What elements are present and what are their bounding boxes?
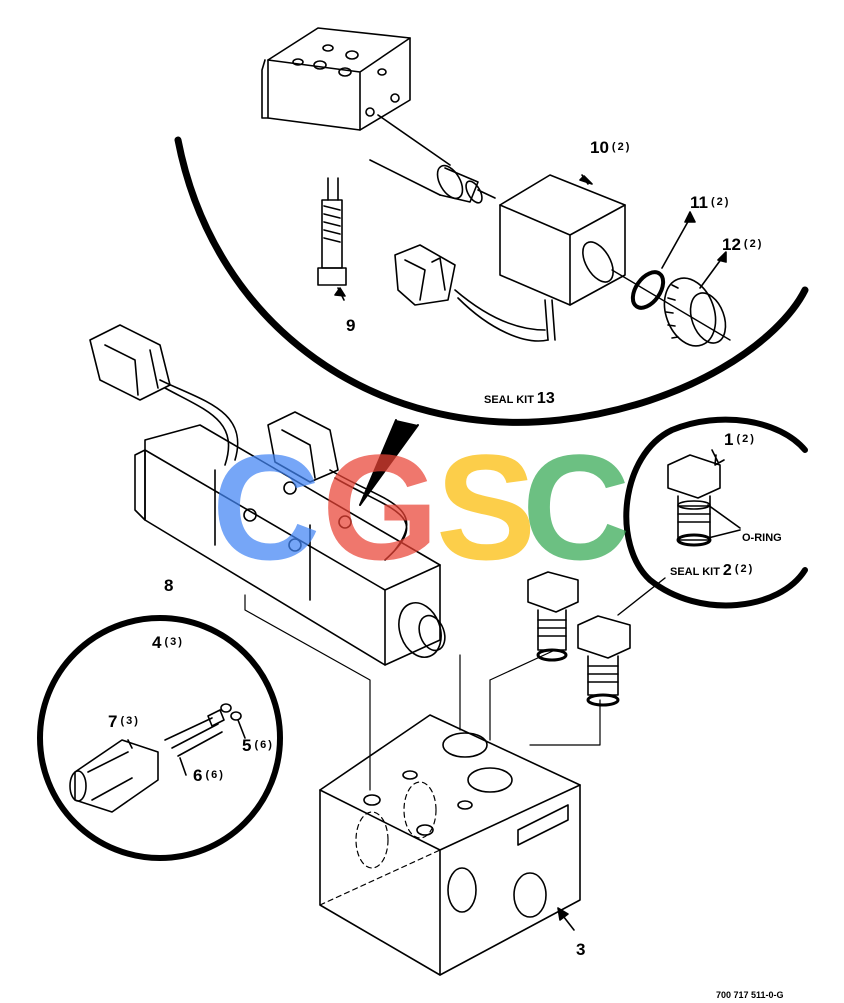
callout-10-number: 10 xyxy=(590,138,609,157)
callout-4: 4(3) xyxy=(152,633,184,653)
callout-10: 10(2) xyxy=(590,138,631,158)
coil-connector-top xyxy=(394,244,556,342)
detail-circle-large xyxy=(174,136,809,426)
callout-3: 3 xyxy=(576,940,585,960)
detail-pointer xyxy=(359,419,419,506)
drawing-number-text: 700 717 511-0-G xyxy=(716,990,784,1000)
callout-8-number: 8 xyxy=(164,576,174,595)
watermark-letter-2: G xyxy=(322,423,439,591)
seal-kit-13-text: SEAL KIT xyxy=(484,394,534,406)
callout-3-number: 3 xyxy=(576,940,586,959)
callout-9-number: 9 xyxy=(346,316,356,335)
detail-circle-left xyxy=(37,615,283,861)
callout-11-number: 11 xyxy=(690,193,708,212)
callout-12-qty: (2) xyxy=(743,238,764,250)
callout-4-number: 4 xyxy=(152,633,162,652)
callout-4-qty: (3) xyxy=(164,636,184,648)
callout-6: 6(6) xyxy=(193,766,225,786)
callout-13-number: 13 xyxy=(536,390,555,407)
callout-6-qty: (6) xyxy=(205,769,225,781)
seal-kit-2-text: SEAL KIT xyxy=(670,566,720,578)
callout-12-number: 12 xyxy=(722,235,741,254)
callout-2-number: 2 xyxy=(722,562,732,579)
manifold-hidden-lines xyxy=(319,781,441,906)
callout-7-qty: (3) xyxy=(120,715,140,727)
drawing-number: 700 717 511-0-G xyxy=(716,985,784,1003)
seals-5 xyxy=(220,703,246,739)
valve-connector-right xyxy=(267,411,408,561)
check-valve-detail xyxy=(667,449,741,547)
check-valve-b xyxy=(577,615,631,707)
watermark-letter-3: S xyxy=(436,423,537,591)
callout-10-qty: (2) xyxy=(611,141,632,153)
callout-5-qty: (6) xyxy=(254,739,274,751)
detail-circle-right xyxy=(623,416,808,609)
callout-5: 5(6) xyxy=(242,736,274,756)
terminal-pins-6 xyxy=(164,709,225,776)
o-ring-text: O-RING xyxy=(742,532,782,544)
check-valve-a xyxy=(527,571,579,662)
callout-1: 1(2) xyxy=(724,430,756,450)
callout-9: 9 xyxy=(346,316,355,336)
manifold-3 xyxy=(319,714,581,976)
guide-lines xyxy=(244,594,601,791)
callout-1-number: 1 xyxy=(724,430,734,449)
connector-7 xyxy=(69,739,159,813)
directional-valve-8 xyxy=(134,424,446,666)
nut-12 xyxy=(663,251,727,347)
o-ring-11 xyxy=(630,270,666,310)
bolt-9 xyxy=(317,177,347,301)
coil-10 xyxy=(499,174,626,306)
callout-1-qty: (2) xyxy=(736,433,756,445)
callout-2-qty: (2) xyxy=(734,563,755,575)
callout-11: 11(2) xyxy=(690,193,730,213)
valve-connector-left xyxy=(89,324,239,466)
watermark-letter-1: C xyxy=(212,423,321,591)
o-ring-label: O-RING xyxy=(742,528,782,546)
callout-11-qty: (2) xyxy=(710,196,731,208)
callout-8: 8 xyxy=(164,576,173,596)
valve-body-top xyxy=(261,27,496,204)
callout-6-number: 6 xyxy=(193,766,203,785)
callout-7: 7(3) xyxy=(108,712,140,732)
callout-7-number: 7 xyxy=(108,712,118,731)
watermark-letter-4: C xyxy=(522,423,631,591)
callout-12: 12(2) xyxy=(722,235,763,255)
callout-5-number: 5 xyxy=(242,736,252,755)
